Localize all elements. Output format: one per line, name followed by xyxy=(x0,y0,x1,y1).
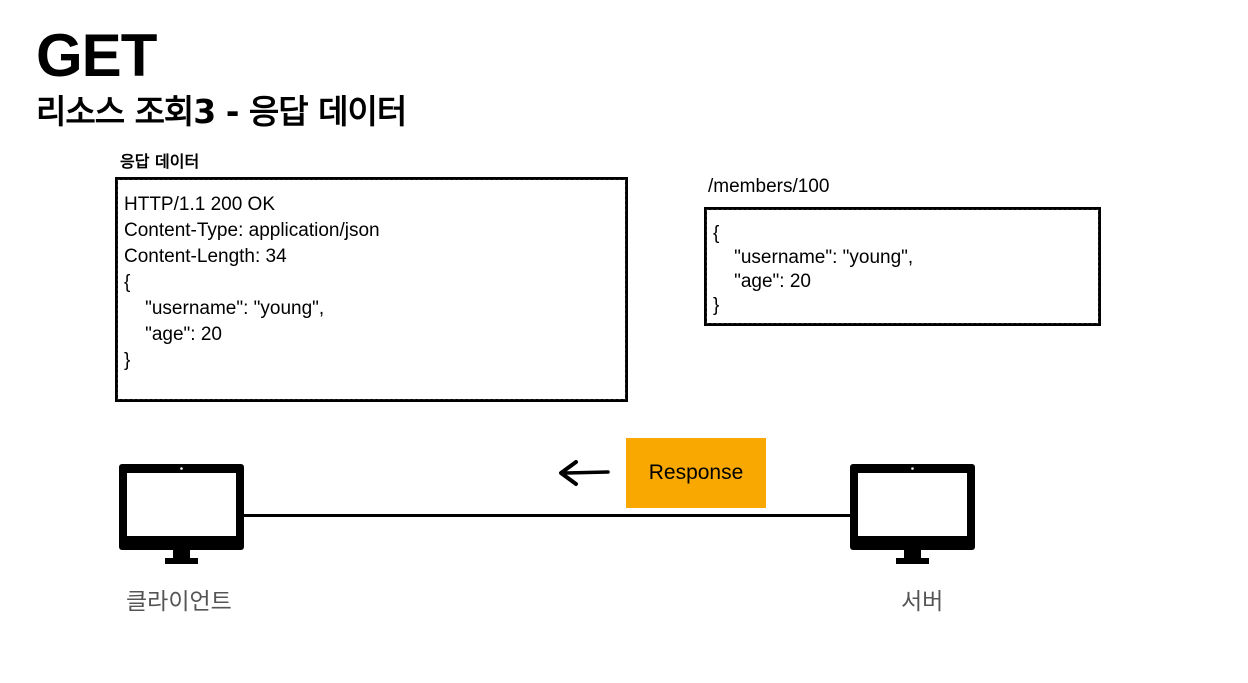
resource-line: "age": 20 xyxy=(713,271,811,292)
response-line: "username": "young", xyxy=(124,298,325,319)
client-label: 클라이언트 xyxy=(126,589,232,615)
resource-json-box: { "username": "young", "age": 20 } xyxy=(704,207,1101,326)
response-line: Content-Length: 34 xyxy=(124,246,287,267)
page-subtitle: 리소스 조회3 - 응답 데이터 xyxy=(36,92,407,131)
response-badge: Response xyxy=(626,438,766,508)
resource-line: { xyxy=(713,223,720,244)
resource-line: "username": "young", xyxy=(713,247,914,268)
response-line: HTTP/1.1 200 OK xyxy=(124,194,276,215)
response-line: Content-Type: application/json xyxy=(124,220,380,241)
server-monitor-icon xyxy=(850,464,975,564)
left-arrow-icon xyxy=(559,460,610,486)
response-line: } xyxy=(124,350,131,371)
response-label: Response xyxy=(648,461,744,484)
response-line: "age": 20 xyxy=(124,324,222,345)
response-data-caption: 응답 데이터 xyxy=(120,152,200,171)
http-response-box: HTTP/1.1 200 OK Content-Type: applicatio… xyxy=(115,177,628,402)
connection-line xyxy=(244,514,852,517)
response-line: { xyxy=(124,272,131,293)
server-label: 서버 xyxy=(901,589,944,615)
client-monitor-icon xyxy=(119,464,244,564)
page-title: GET xyxy=(36,22,157,89)
resource-line: } xyxy=(713,295,720,316)
resource-path-caption: /members/100 xyxy=(708,176,830,197)
